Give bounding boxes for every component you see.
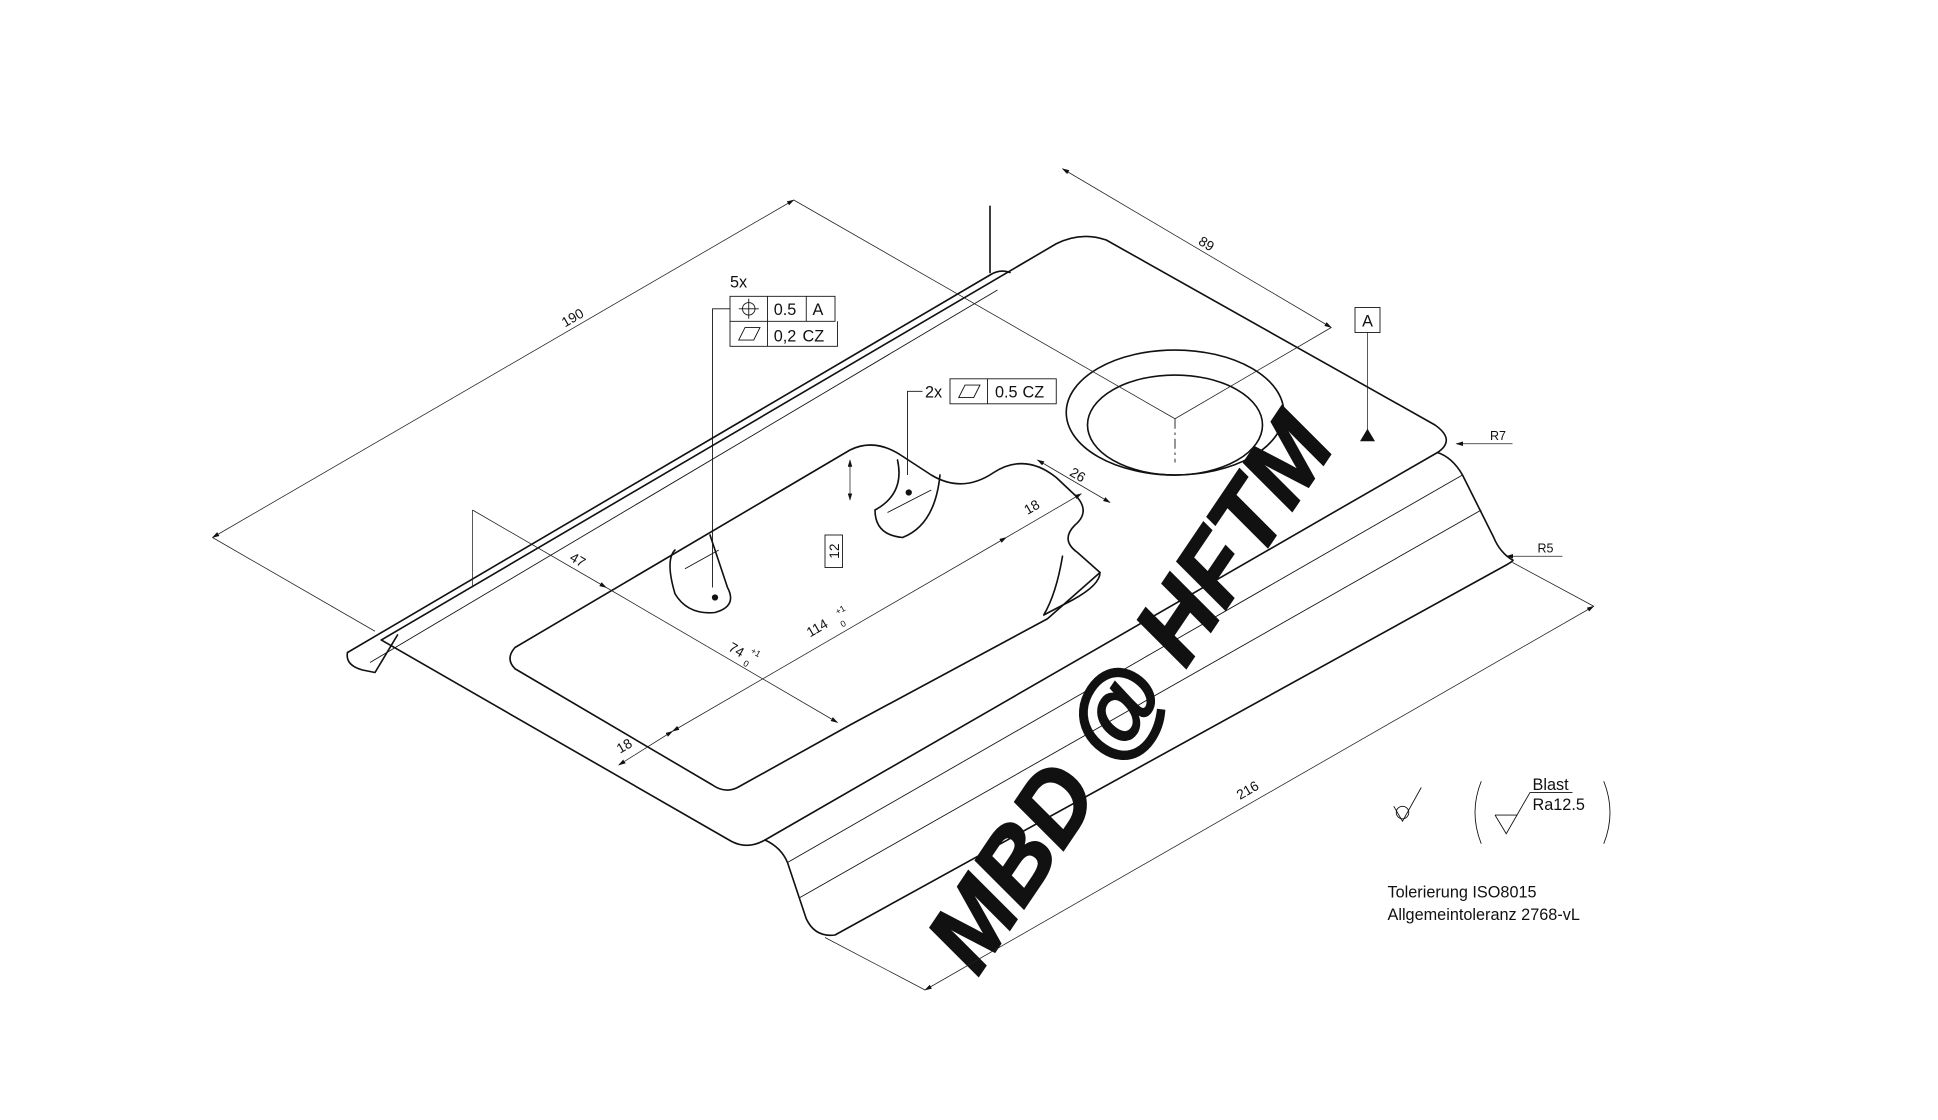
fcf-2x-count: 2x bbox=[925, 384, 942, 402]
fcf-2x-flatness-mod: CZ bbox=[1023, 384, 1045, 402]
flatness-icon bbox=[738, 327, 761, 341]
fcf-5x-flatness-tol: 0,2 bbox=[774, 327, 797, 345]
dim-18-edge: 18 bbox=[614, 736, 635, 757]
general-notes: Tolerierung ISO8015 Allgemeintoleranz 27… bbox=[1388, 884, 1580, 925]
datum-label: A bbox=[1362, 312, 1373, 330]
dim-89: 89 bbox=[1196, 233, 1217, 254]
emboss-text: MBD @ HFTM bbox=[905, 394, 1355, 989]
datum-a: A bbox=[1354, 307, 1381, 442]
fcf-position-flatness: 5x 0.5 A 0,2 CZ bbox=[712, 274, 838, 588]
dimension-lines bbox=[211, 168, 1595, 991]
radius-r7: R7 bbox=[1490, 429, 1506, 443]
circular-hole bbox=[1065, 349, 1285, 476]
dim-18-notch: 18 bbox=[1022, 497, 1043, 518]
dim-114-lower: 0 bbox=[839, 618, 848, 629]
fcf-5x-count: 5x bbox=[730, 274, 747, 292]
surface-symbols: Blast Ra12.5 bbox=[1393, 776, 1611, 844]
dim-74-upper: +1 bbox=[749, 646, 763, 660]
dim-190: 190 bbox=[559, 305, 587, 330]
bent-tabs bbox=[669, 459, 1101, 616]
radius-r5: R5 bbox=[1538, 542, 1554, 556]
dim-114-upper: +1 bbox=[834, 603, 848, 617]
central-cutout bbox=[509, 444, 1101, 791]
note-tolerancing: Tolerierung ISO8015 bbox=[1388, 884, 1537, 902]
dim-47: 47 bbox=[567, 550, 588, 571]
fcf-flatness-2x: 2x 0.5 CZ bbox=[907, 378, 1057, 475]
surface-process: Blast bbox=[1533, 776, 1570, 794]
dim-74: 74 bbox=[726, 640, 747, 661]
fcf-5x-datum: A bbox=[813, 301, 824, 319]
dim-12-basic: 12 bbox=[827, 543, 842, 558]
fcf-2x-flatness-tol: 0.5 bbox=[995, 384, 1018, 402]
surface-roughness: Ra12.5 bbox=[1533, 796, 1585, 814]
surface-roughness-icon bbox=[1494, 792, 1573, 835]
dim-26: 26 bbox=[1067, 465, 1088, 486]
fcf-5x-position-tol: 0.5 bbox=[774, 301, 797, 319]
flatness-icon bbox=[958, 384, 981, 398]
position-icon bbox=[738, 298, 759, 319]
note-general-tolerance: Allgemeintoleranz 2768-vL bbox=[1388, 906, 1580, 924]
fcf-5x-flatness-mod: CZ bbox=[803, 327, 825, 345]
dim-114: 114 bbox=[804, 616, 831, 640]
dim-74-lower: 0 bbox=[741, 658, 750, 669]
